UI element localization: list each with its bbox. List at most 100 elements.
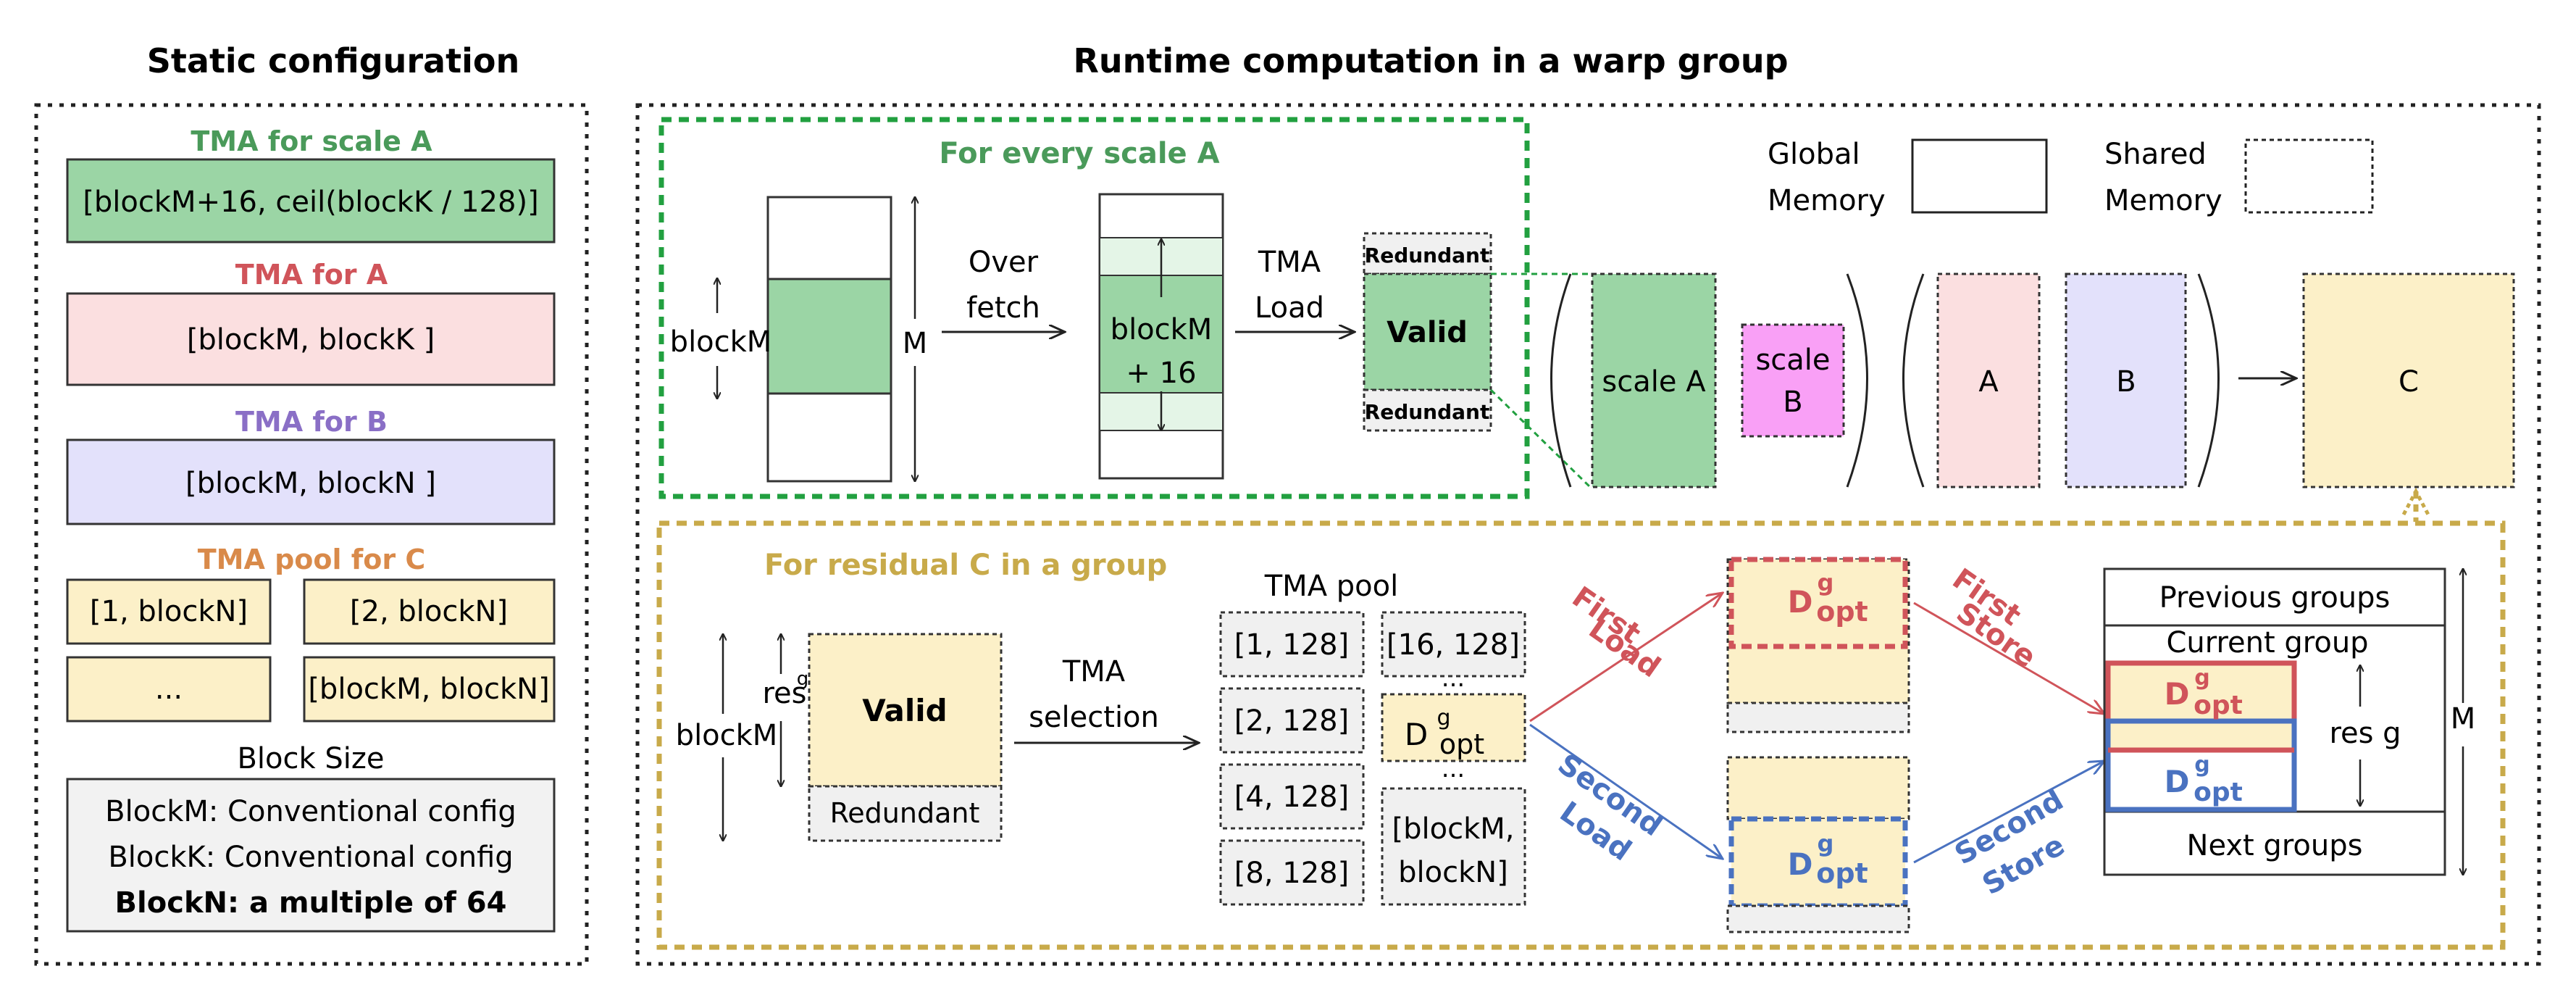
pool-dopt-opt: opt: [1439, 728, 1484, 760]
gemm-scaleB: [1741, 323, 1845, 438]
pool-left-3: [1219, 763, 1365, 830]
res-valid-box: [808, 633, 1003, 788]
pool-left-4: [1219, 839, 1365, 906]
redundant-bottom-label: Redundant: [1365, 400, 1490, 424]
tma-scaleA-label: TMA for scale A: [191, 125, 432, 157]
block-line-1: BlockM: Conventional config: [105, 795, 517, 828]
res-g-label: g: [797, 668, 809, 690]
pool-item-1-label: [1, blockN]: [90, 595, 248, 628]
runtime-panel: [635, 103, 2541, 966]
current-group-label: Current group: [2166, 626, 2368, 659]
store1-dopt-g: g: [2194, 665, 2209, 691]
res-g-output-label: res g: [2329, 717, 2401, 750]
tma-scaleA-value: [blockM+16, ceil(blockK / 128)]: [83, 186, 538, 219]
pool-left-4-label: [8, 128]: [1234, 857, 1349, 890]
scaleA-section-title: For every scale A: [939, 137, 1219, 170]
second-load-gray: [1726, 904, 1910, 933]
shared-redundant-top: [1363, 232, 1492, 275]
pool-item-2: [303, 578, 556, 645]
store-blue-block: [2105, 718, 2297, 812]
gemm-scaleB-line1: scale: [1755, 344, 1830, 377]
residual-section: [656, 520, 2506, 950]
first-store-arrow: [1913, 602, 2104, 714]
tma-A-label: TMA for A: [235, 259, 388, 291]
pool-item-1: [66, 578, 272, 645]
pool-item-4: [303, 656, 556, 723]
paren-right-2: [2197, 273, 2220, 488]
legend-global-swatch: [1911, 138, 2048, 214]
second-dopt-opt: opt: [1816, 857, 1868, 889]
tma-A-value: [blockM, blockK ]: [187, 323, 435, 357]
static-panel: [34, 103, 589, 966]
gemm-C-label: C: [2399, 365, 2419, 399]
block-line-3: BlockN: a multiple of 64: [115, 886, 507, 920]
block-line-2: BlockK: Conventional config: [108, 841, 513, 874]
residual-section-title: For residual C in a group: [764, 549, 1167, 582]
pool-item-3-label: ...: [155, 673, 183, 706]
pool-left-2: [1219, 687, 1365, 754]
legend-shared-line1: Shared: [2104, 138, 2207, 171]
pool-title: TMA pool: [1264, 570, 1398, 603]
pool-item-4-label: [blockM, blockN]: [308, 673, 549, 706]
first-load-dopt: [1728, 557, 1908, 649]
gemm-scaleA-label: scale A: [1602, 365, 1706, 399]
next-groups-label: Next groups: [2187, 829, 2363, 862]
pool-right-last-line2: blockN]: [1398, 856, 1508, 889]
scaleA-section: [658, 117, 1530, 499]
first-load-gray: [1726, 702, 1910, 733]
pool-left-1-label: [1, 128]: [1234, 628, 1349, 662]
overfetch-line1: Over: [969, 246, 1039, 279]
tma-B-value: [blockM, blockN ]: [185, 467, 436, 500]
store2-dopt-opt: opt: [2194, 778, 2243, 807]
first-dopt-D: D: [1788, 584, 1813, 620]
legend-global-line2: Memory: [1768, 184, 1886, 217]
scaleA-blockM-label: blockM: [670, 325, 772, 359]
gemm-scaleA: [1591, 272, 1717, 488]
shared-redundant-bottom: [1363, 388, 1492, 432]
gemm-B-label: B: [2116, 365, 2136, 399]
previous-groups-label: Previous groups: [2159, 581, 2391, 615]
res-redundant-box: [808, 785, 1003, 842]
tma-B-label: TMA for B: [235, 406, 388, 438]
pool-item-3: [66, 656, 272, 723]
second-store-arrow: [1913, 761, 2104, 864]
scaleA-M-label: M: [903, 327, 928, 360]
pool-right-last-line1: [blockM,: [1392, 812, 1515, 846]
first-dopt-g: g: [1818, 569, 1834, 596]
pool-dots-bottom: ...: [1442, 754, 1465, 783]
block16-line1: blockM: [1111, 313, 1213, 346]
pool-left-1: [1219, 611, 1365, 678]
gemm-scaleB-line2: B: [1783, 386, 1802, 419]
block16-line2: + 16: [1126, 357, 1196, 390]
tma-A-box: [66, 292, 556, 386]
second-dopt-D: D: [1788, 846, 1813, 882]
gemm-C: [2302, 272, 2515, 488]
static-config-title: Static configuration: [147, 41, 519, 80]
store1-dopt-D: D: [2165, 676, 2190, 712]
runtime-title: Runtime computation in a warp group: [1073, 41, 1788, 80]
res-valid-label: Valid: [862, 693, 947, 728]
tma-B-box: [66, 438, 556, 525]
tma-selection-line2: selection: [1029, 701, 1159, 734]
pool-dopt-g: g: [1437, 705, 1450, 731]
pool-item-2-label: [2, blockN]: [350, 595, 508, 628]
output-M-label: M: [2451, 702, 2476, 736]
second-load-top: [1726, 756, 1910, 820]
store2-dopt-g: g: [2194, 752, 2209, 778]
paren-right-1: [1846, 273, 1868, 488]
gold-connector-head: [2401, 487, 2430, 516]
overfetch-line2: fetch: [966, 291, 1040, 325]
first-load-arrow: [1529, 593, 1723, 723]
store-red-block: [2105, 660, 2297, 753]
legend-global-line1: Global: [1768, 138, 1860, 171]
pool-right-1: [1381, 611, 1526, 678]
tmaload-line1: TMA: [1258, 246, 1321, 279]
tma-poolC-label: TMA pool for C: [198, 544, 426, 575]
pool-dopt-D: D: [1405, 717, 1428, 752]
gemm-A-label: A: [1978, 365, 1999, 399]
pool-right-1-label: [16, 128]: [1387, 628, 1520, 662]
shared-valid-label: Valid: [1387, 316, 1468, 349]
tma-scaleA-box: [66, 158, 556, 244]
first-dopt-opt: opt: [1816, 596, 1868, 628]
res-label: res: [762, 677, 806, 710]
